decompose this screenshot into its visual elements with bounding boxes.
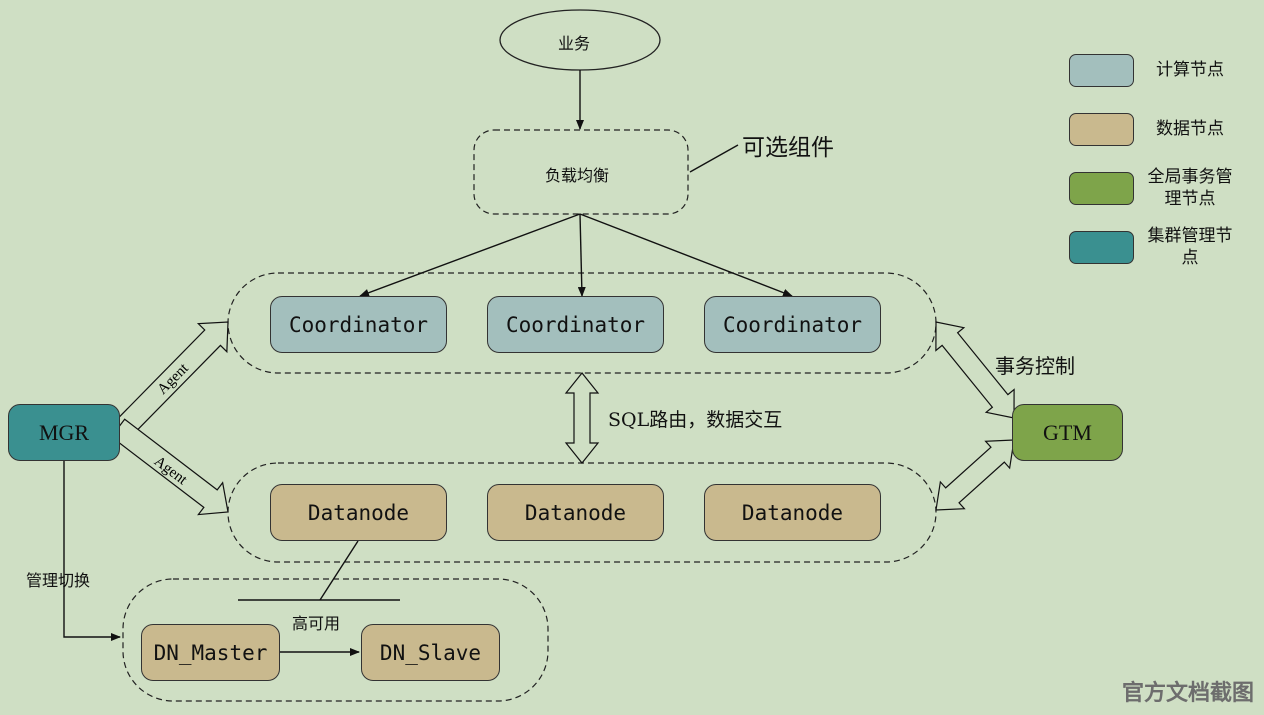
high-availability-label: 高可用 — [292, 614, 341, 633]
legend-swatch-data — [1069, 113, 1134, 146]
optional-callout-line — [689, 144, 739, 173]
lb-to-coord1-arrow — [359, 213, 581, 297]
legend-label-mgr: 集群管理节点 — [1147, 226, 1233, 268]
lb-to-coord2-arrow — [577, 213, 586, 297]
legend-label-gtm: 全局事务管理节点 — [1147, 167, 1233, 209]
datanode-node-1[interactable]: Datanode — [270, 484, 447, 541]
optional-component-label: 可选组件 — [742, 135, 834, 161]
load-balancer-label: 负载均衡 — [545, 166, 610, 185]
sql-routing-label: SQL路由，数据交互 — [608, 409, 783, 431]
legend-swatch-mgr — [1069, 231, 1134, 264]
ha-group — [122, 578, 549, 702]
legend-label-data: 数据节点 — [1156, 119, 1224, 139]
management-switch-label: 管理切换 — [26, 571, 91, 590]
mgr-to-ha-arrow — [63, 461, 121, 641]
coordinator-node-3[interactable]: Coordinator — [704, 296, 881, 353]
gtm-datanode-double-arrow — [935, 439, 1015, 511]
datanode-node-2[interactable]: Datanode — [487, 484, 664, 541]
dn-master-node[interactable]: DN_Master — [141, 624, 280, 681]
transaction-control-label: 事务控制 — [995, 354, 1075, 378]
coordinator-node-1[interactable]: Coordinator — [270, 296, 447, 353]
dn-slave-node[interactable]: DN_Slave — [361, 624, 500, 681]
legend-swatch-gtm — [1069, 172, 1134, 205]
sql-double-arrow — [564, 372, 600, 464]
gtm-coordinator-double-arrow — [935, 321, 1015, 419]
legend-label-compute: 计算节点 — [1156, 60, 1224, 80]
business-label: 业务 — [558, 34, 591, 53]
datanode-node-3[interactable]: Datanode — [704, 484, 881, 541]
agent-arrow-to-coordinators — [111, 321, 229, 441]
lb-to-coord3-arrow — [579, 213, 793, 297]
gtm-node[interactable]: GTM — [1012, 404, 1123, 461]
legend-swatch-compute — [1069, 54, 1134, 87]
coordinator-node-2[interactable]: Coordinator — [487, 296, 664, 353]
mgr-node[interactable]: MGR — [8, 404, 120, 461]
datanode-to-ha-line — [319, 540, 359, 601]
agent-arrow-to-datanodes — [110, 418, 229, 516]
watermark: 官方文档截图 — [1121, 681, 1254, 706]
